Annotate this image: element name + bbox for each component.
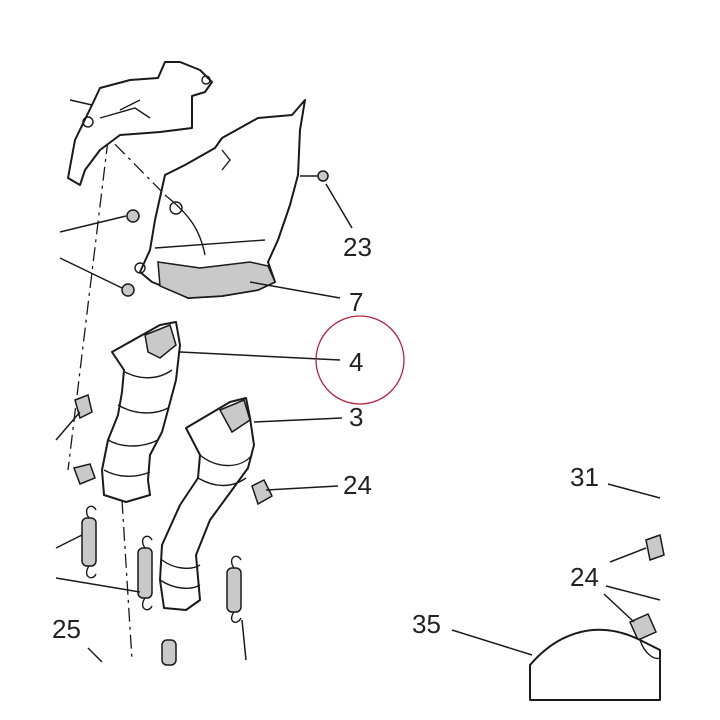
callout-4: 4 xyxy=(349,347,363,377)
exhaust-springs xyxy=(81,505,242,666)
header-pipe-part-3 xyxy=(159,397,255,611)
callout-3: 3 xyxy=(349,402,363,432)
callout-numbers: 23 7 4 3 24 31 24 35 25 xyxy=(52,232,599,644)
muffler-body-part-35 xyxy=(529,628,661,701)
heat-shield-part-7 xyxy=(134,99,306,299)
callout-24-left: 24 xyxy=(343,470,372,500)
mounting-screws xyxy=(121,170,329,297)
callout-24-right: 24 xyxy=(570,562,599,592)
assembly-axis-lines xyxy=(67,124,171,661)
heat-shield-bracket xyxy=(67,61,213,186)
highlight-circle xyxy=(315,315,405,405)
callout-7: 7 xyxy=(349,287,363,317)
spring-clips xyxy=(73,393,665,641)
callout-35: 35 xyxy=(412,609,441,639)
callout-23: 23 xyxy=(343,232,372,262)
callout-31: 31 xyxy=(570,462,599,492)
callout-25: 25 xyxy=(52,614,81,644)
header-pipe-part-4 xyxy=(101,321,181,503)
callout-leader-lines xyxy=(55,99,661,663)
